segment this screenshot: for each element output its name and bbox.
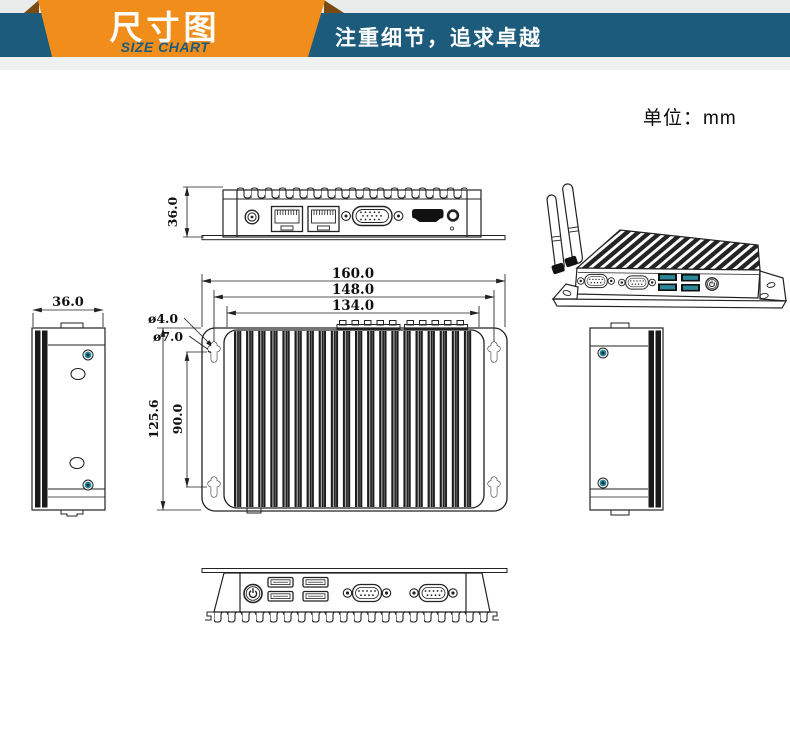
dim-height-outer: 125.6 <box>146 399 161 438</box>
dim-side-width: 36.0 <box>52 295 84 310</box>
serial-port-icon <box>409 583 458 603</box>
heatsink-fins <box>234 331 476 507</box>
antenna-right-icon <box>562 183 584 264</box>
mounting-hole-bottom-right <box>487 476 501 498</box>
side-screw-icon <box>82 349 94 361</box>
side-vent-hole <box>70 367 86 381</box>
usb-port-icon <box>302 576 329 588</box>
title-ribbon: 尺寸图 SIZE CHART <box>37 0 326 57</box>
mounting-plate <box>201 327 508 512</box>
usb-port-icon <box>267 590 294 602</box>
usb-port-icon <box>267 576 294 588</box>
bottom-tab <box>246 507 262 514</box>
header-slogan: 注重细节，追求卓越 <box>335 27 542 50</box>
dim-extension-lines <box>157 274 506 511</box>
iso-heatsink-top <box>575 229 761 271</box>
dim-width-outer: 160.0 <box>332 266 374 282</box>
dim-width-holes: 148.0 <box>332 282 374 298</box>
flange-hole <box>766 282 776 288</box>
power-button-icon <box>243 583 263 604</box>
ethernet-port-2-icon <box>307 205 340 233</box>
usb-port-icon <box>302 590 329 602</box>
bottom-view <box>201 568 508 624</box>
antenna-left-icon <box>546 194 565 272</box>
chassis-body <box>223 329 485 509</box>
mounting-hole-top-left <box>207 341 221 363</box>
side-screw-icon <box>597 477 609 489</box>
flange-hole <box>562 290 572 296</box>
perspective-view <box>546 183 788 309</box>
left-side-view: 36.0 <box>31 295 106 517</box>
iso-usb-ports-icon <box>658 273 700 292</box>
dim-rear-height-label: 36.0 <box>165 196 180 227</box>
main-top-view: 160.0 148.0 134.0 125.6 90.0 ø4.0 ø7.0 <box>146 266 508 514</box>
bottom-base-flange <box>201 568 508 573</box>
serial-port-icon <box>342 583 392 603</box>
mounting-hole-bottom-left <box>207 476 221 498</box>
ethernet-port-1-icon <box>270 205 304 233</box>
unit-label: 单位：mm <box>643 108 737 129</box>
dc-power-jack-icon <box>244 209 260 225</box>
rear-view: 36.0 <box>165 186 506 241</box>
vga-port-icon <box>341 205 404 227</box>
iso-base-flange <box>551 298 788 309</box>
rear-fins <box>237 186 467 199</box>
side-screw-icon <box>82 479 94 491</box>
flange-hole <box>759 292 769 300</box>
mounting-hole-top-right <box>487 341 501 363</box>
dim-holes-pitch: 90.0 <box>170 403 185 434</box>
dim-rear-height <box>183 186 223 238</box>
reset-pinhole-icon <box>449 226 454 231</box>
iso-power-button-icon <box>705 277 719 291</box>
header-under-band <box>0 57 790 70</box>
audio-jack-icon <box>446 209 460 222</box>
side-vent-hole <box>69 456 85 470</box>
bottom-fins <box>214 612 490 624</box>
dim-hole-inner: ø4.0 <box>148 311 178 326</box>
page-title: 尺寸图 <box>109 9 221 46</box>
side-screw-icon <box>597 347 609 359</box>
dim-width-body: 134.0 <box>332 298 374 314</box>
page-subtitle: SIZE CHART <box>120 39 210 55</box>
top-terminal-tabs <box>336 320 468 330</box>
dim-hole-outer: ø7.0 <box>153 329 183 344</box>
hdmi-port-icon <box>412 209 444 222</box>
right-side-view <box>589 322 664 516</box>
rear-base-flange <box>201 235 506 241</box>
